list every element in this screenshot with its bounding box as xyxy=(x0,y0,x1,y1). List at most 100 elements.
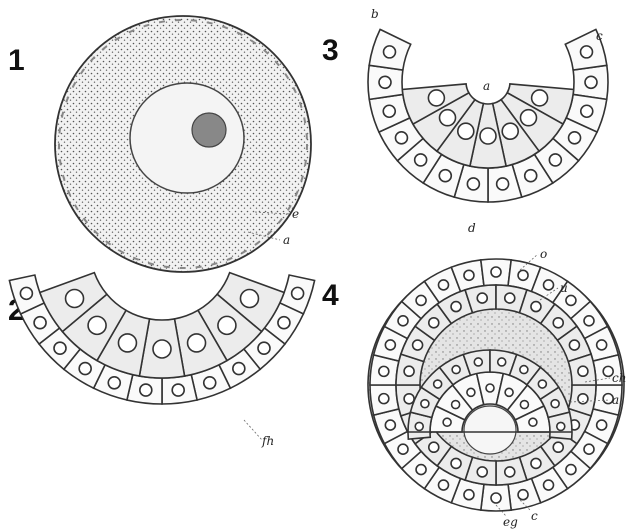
second-ring-cell-nucleus xyxy=(531,458,541,468)
outer-cell-nucleus xyxy=(20,287,32,299)
label-ch-panel-4: ch xyxy=(612,371,626,385)
outer-arch-cell-nucleus xyxy=(421,400,429,408)
outer-cell-nucleus xyxy=(108,377,120,389)
outer-cell-nucleus xyxy=(439,170,451,182)
outer-ring-cell-nucleus xyxy=(398,316,408,326)
outer-cell-nucleus xyxy=(569,132,581,144)
second-ring-cell-nucleus xyxy=(451,458,461,468)
panel-1: 1 e a xyxy=(8,16,311,272)
columnar-cell-nucleus xyxy=(88,316,106,334)
outer-cell-nucleus xyxy=(497,178,509,190)
outer-cell-nucleus xyxy=(233,363,245,375)
label-b-panel-3: b xyxy=(371,7,379,21)
outer-arch-cell-nucleus xyxy=(557,422,565,430)
second-ring-cell-nucleus xyxy=(553,318,563,328)
label-c-panel-4: c xyxy=(531,509,538,523)
endoderm-cell-nucleus xyxy=(480,128,496,144)
columnar-cell-nucleus xyxy=(153,340,171,358)
outer-ring-cell-nucleus xyxy=(464,270,474,280)
second-ring-cell-nucleus xyxy=(404,394,414,404)
outer-arch-cell-nucleus xyxy=(415,422,423,430)
endoderm-cell-nucleus xyxy=(458,123,474,139)
outer-arch-cell-nucleus xyxy=(434,380,442,388)
inner-arch-cell-nucleus xyxy=(467,388,475,396)
outer-ring-cell-nucleus xyxy=(584,316,594,326)
outer-ring-cell-nucleus xyxy=(491,267,501,277)
endoderm-cell-nucleus xyxy=(440,110,456,126)
label-c-panel-3: c xyxy=(596,29,603,43)
second-ring-cell-nucleus xyxy=(531,302,541,312)
label-a-panel-3: a xyxy=(483,79,490,93)
outer-ring-cell-nucleus xyxy=(438,480,448,490)
endoderm-cell-nucleus xyxy=(532,90,548,106)
outer-arch-cell-nucleus xyxy=(452,366,460,374)
outer-cell-nucleus xyxy=(140,384,152,396)
outer-cell-nucleus xyxy=(395,132,407,144)
outer-ring-cell-nucleus xyxy=(438,280,448,290)
inner-arch-cell-nucleus xyxy=(505,388,513,396)
label-u-panel-4: u xyxy=(560,281,568,295)
outer-cell-nucleus xyxy=(525,170,537,182)
second-ring-cell-nucleus xyxy=(477,467,487,477)
egg-nucleolus xyxy=(192,113,226,147)
outer-ring-cell-nucleus xyxy=(597,420,607,430)
outer-cell-nucleus xyxy=(292,287,304,299)
second-ring-cell-nucleus xyxy=(505,467,515,477)
label-eg-panel-4: eg xyxy=(503,515,518,529)
outer-ring-cell-nucleus xyxy=(379,366,389,376)
outer-ring-cell-nucleus xyxy=(464,490,474,500)
outer-ring-cell-nucleus xyxy=(416,465,426,475)
second-ring-cell-nucleus xyxy=(553,442,563,452)
outer-arch-cell-nucleus xyxy=(551,400,559,408)
outer-ring-cell-nucleus xyxy=(416,295,426,305)
inner-arch-cell-nucleus xyxy=(486,384,494,392)
second-ring-cell-nucleus xyxy=(429,442,439,452)
outer-cell-nucleus xyxy=(581,105,593,117)
label-a-panel-1: a xyxy=(283,233,290,247)
egg-nucleus xyxy=(130,83,244,193)
outer-ring-cell-nucleus xyxy=(385,420,395,430)
columnar-cell-nucleus xyxy=(218,316,236,334)
outer-cell-nucleus xyxy=(549,154,561,166)
outer-cell-nucleus xyxy=(278,317,290,329)
outer-arch-cell-nucleus xyxy=(520,366,528,374)
inner-arch-cell-nucleus xyxy=(443,418,451,426)
outer-ring-cell-nucleus xyxy=(584,444,594,454)
outer-ring-cell-nucleus xyxy=(544,480,554,490)
outer-ring-cell-nucleus xyxy=(544,280,554,290)
rim-cell-nucleus xyxy=(580,46,592,58)
outer-arch-cell-nucleus xyxy=(538,380,546,388)
outer-ring-cell-nucleus xyxy=(398,444,408,454)
panel-2: 2 fh xyxy=(8,273,315,448)
panel-4-number: 4 xyxy=(322,279,339,312)
outer-cell-nucleus xyxy=(383,105,395,117)
outer-cell-nucleus xyxy=(204,377,216,389)
outer-ring-cell-nucleus xyxy=(518,270,528,280)
panel-3-number: 3 xyxy=(322,34,339,67)
columnar-cell-nucleus xyxy=(188,334,206,352)
columnar-cell-nucleus xyxy=(240,290,258,308)
outer-ring-cell-nucleus xyxy=(518,490,528,500)
outer-cell-nucleus xyxy=(379,76,391,88)
second-ring-cell-nucleus xyxy=(578,366,588,376)
outer-arch-cell-nucleus xyxy=(474,358,482,366)
outer-cell-nucleus xyxy=(54,342,66,354)
inner-arch-cell-nucleus xyxy=(452,401,460,409)
outer-ring-cell-nucleus xyxy=(566,465,576,475)
outer-ring-cell-nucleus xyxy=(491,493,501,503)
label-e-panel-1: e xyxy=(292,207,299,221)
outer-cell-nucleus xyxy=(258,342,270,354)
second-ring-cell-nucleus xyxy=(477,293,487,303)
outer-ring-cell-nucleus xyxy=(379,394,389,404)
outer-arch-cell-nucleus xyxy=(498,358,506,366)
second-ring-cell-nucleus xyxy=(451,302,461,312)
outer-cell-nucleus xyxy=(34,317,46,329)
label-a-panel-4: a xyxy=(612,393,619,407)
outer-cell-nucleus xyxy=(585,76,597,88)
outer-cell-nucleus xyxy=(415,154,427,166)
second-ring-cell-nucleus xyxy=(429,318,439,328)
inner-arch-cell-nucleus xyxy=(520,401,528,409)
endoderm-cell-nucleus xyxy=(520,110,536,126)
